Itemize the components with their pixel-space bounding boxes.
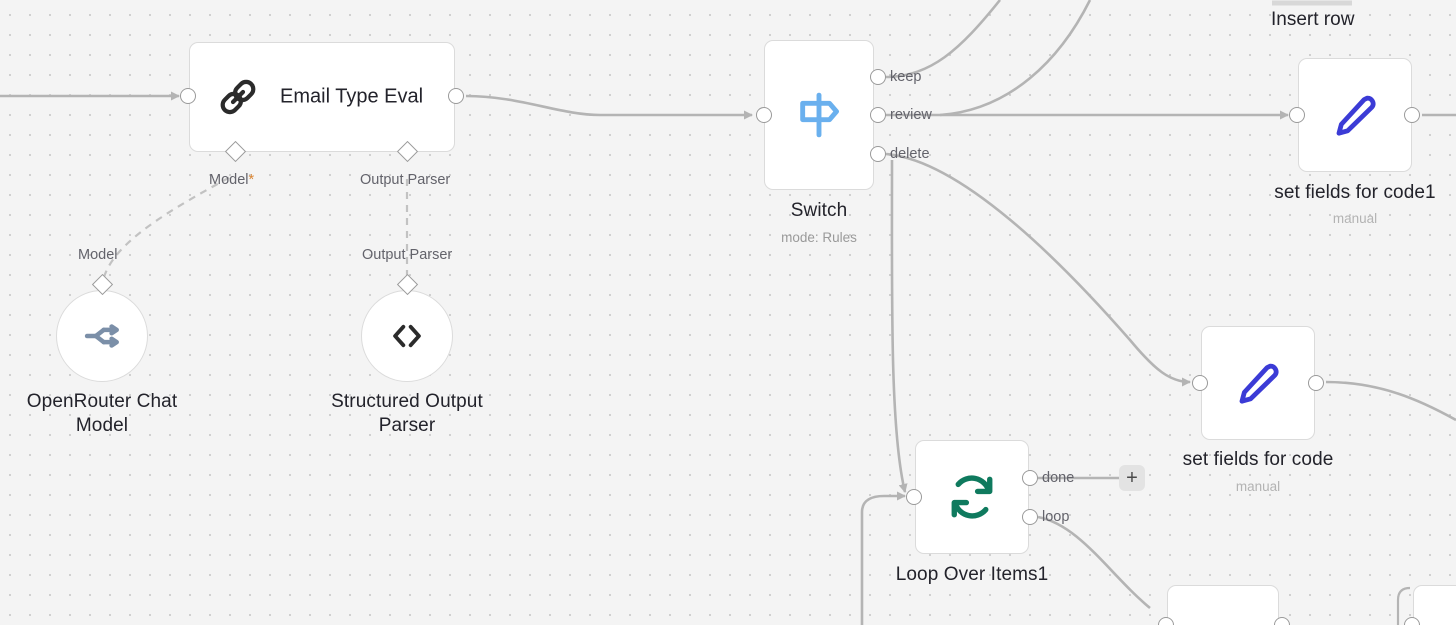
port-switch-output-keep[interactable] — [870, 69, 886, 85]
node-email-type-eval-title: Email Type Eval — [280, 85, 424, 108]
port-switch-output-review[interactable] — [870, 107, 886, 123]
loop-refresh-icon — [944, 469, 1000, 525]
edge-model-to-email-type-eval — [100, 174, 235, 291]
node-set-fields-for-code-subtitle: manual — [1235, 479, 1281, 494]
edge-return-to-loop-over-items1 — [860, 491, 906, 625]
subport-output-parser-label: Output Parser — [360, 172, 451, 188]
port-set-fields-for-code-input[interactable] — [1192, 375, 1208, 391]
signpost-icon — [791, 87, 847, 143]
edge-switch-delete-to-set-fields-code — [885, 152, 1191, 387]
node-loop-over-items1-title: Loop Over Items1 — [895, 564, 1049, 585]
port-email-type-eval-output[interactable] — [448, 88, 464, 104]
port-loop-over-items1-input[interactable] — [906, 489, 922, 505]
node-switch-title: Switch — [790, 200, 848, 221]
port-partial-red-output[interactable] — [1274, 617, 1290, 625]
port-set-fields-for-code1-output[interactable] — [1404, 107, 1420, 123]
node-set-fields-for-code[interactable] — [1201, 326, 1315, 440]
connector-label-output-parser: Output Parser — [362, 247, 453, 263]
code-brackets-icon — [385, 314, 429, 358]
node-set-fields-for-code1-title: set fields for code1 — [1274, 182, 1436, 203]
port-label-keep: keep — [890, 69, 922, 85]
port-loop-over-items1-output-done[interactable] — [1022, 470, 1038, 486]
pen-icon — [1232, 357, 1284, 409]
subport-model-label: Model* — [209, 171, 254, 189]
port-switch-output-delete[interactable] — [870, 146, 886, 162]
blue-icon — [1440, 616, 1456, 625]
openrouter-icon — [81, 315, 123, 357]
insert-row-label: Insert row — [1271, 9, 1355, 30]
add-node-plus-button[interactable]: + — [1119, 465, 1145, 491]
connector-label-model: Model — [78, 247, 118, 263]
required-marker: * — [248, 172, 255, 188]
port-loop-over-items1-output-loop[interactable] — [1022, 509, 1038, 525]
port-label-done: done — [1042, 470, 1075, 486]
port-label-loop: loop — [1042, 509, 1070, 525]
subport-model-text: Model — [209, 172, 249, 188]
node-switch[interactable] — [764, 40, 874, 190]
port-set-fields-for-code-output[interactable] — [1308, 375, 1324, 391]
node-switch-subtitle: mode: Rules — [781, 230, 857, 245]
node-loop-over-items1[interactable] — [915, 440, 1029, 554]
edge-upper-right-offscreen — [939, 0, 1092, 117]
port-switch-input[interactable] — [756, 107, 772, 123]
node-partial-blue[interactable] — [1413, 585, 1456, 625]
edge-set-fields-code-output — [1325, 380, 1456, 422]
edge-email-type-eval-to-switch — [465, 94, 753, 120]
pen-icon — [1329, 89, 1381, 141]
chain-link-icon — [214, 73, 262, 121]
node-set-fields-for-code-title: set fields for code — [1182, 449, 1334, 470]
node-set-fields-for-code1[interactable] — [1298, 58, 1412, 172]
node-partial-red[interactable] — [1167, 585, 1279, 625]
port-set-fields-for-code1-input[interactable] — [1289, 107, 1305, 123]
node-openrouter-chat-model[interactable] — [56, 290, 148, 382]
port-email-type-eval-input[interactable] — [180, 88, 196, 104]
node-email-type-eval[interactable]: Email Type Eval — [189, 42, 455, 152]
node-set-fields-for-code1-subtitle: manual — [1332, 211, 1378, 226]
node-structured-output-parser[interactable] — [361, 290, 453, 382]
edge-switch-keep — [885, 0, 1002, 79]
port-label-review: review — [890, 107, 932, 123]
node-openrouter-chat-model-title: OpenRouter Chat Model — [26, 391, 178, 436]
port-label-delete: delete — [890, 146, 930, 162]
node-structured-output-parser-title: Structured Output Parser — [331, 391, 483, 436]
